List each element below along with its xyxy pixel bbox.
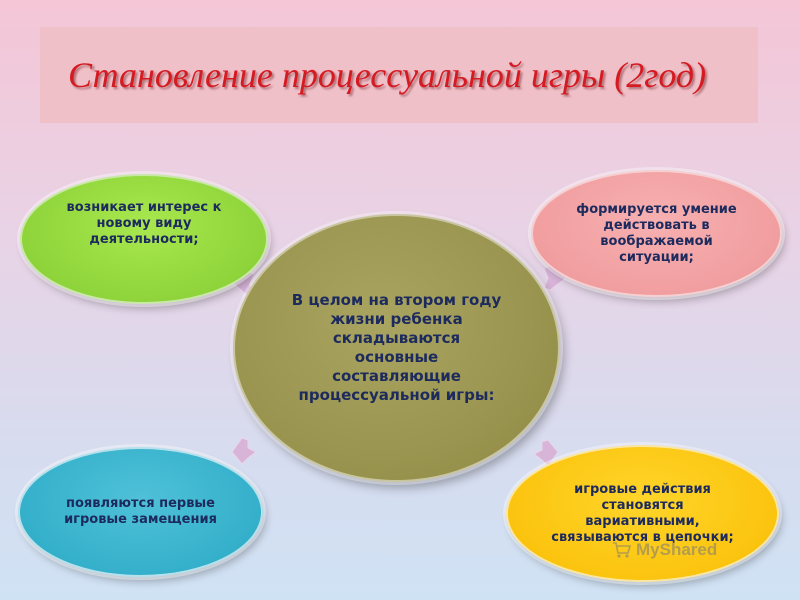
node-top-left: возникает интерес к новому виду деятельн… <box>20 174 268 304</box>
node-bottom-left: появляются первые игровые замещения <box>18 447 263 577</box>
node-top-right-text: формируется умение действовать в воображ… <box>576 201 737 265</box>
title-banner: Становление процессуальной игры (2год) <box>40 27 758 123</box>
page-title: Становление процессуальной игры (2год) <box>68 55 707 95</box>
node-bottom-left-text: появляются первые игровые замещения <box>64 496 217 527</box>
cart-icon <box>613 542 632 558</box>
watermark: MyShared <box>612 540 717 560</box>
watermark-text: MyShared <box>636 540 718 559</box>
center-node: В целом на втором году жизни ребенка скл… <box>233 214 560 482</box>
connector-bottom-left <box>231 437 257 465</box>
node-top-right: формируется умение действовать в воображ… <box>531 170 782 297</box>
center-node-text: В целом на втором году жизни ребенка скл… <box>291 291 502 404</box>
node-bottom-right-text: игровые действия становятся вариативными… <box>551 481 734 545</box>
node-top-left-text: возникает интерес к новому виду деятельн… <box>66 200 222 247</box>
node-bottom-right: игровые действия становятся вариативными… <box>506 445 779 582</box>
